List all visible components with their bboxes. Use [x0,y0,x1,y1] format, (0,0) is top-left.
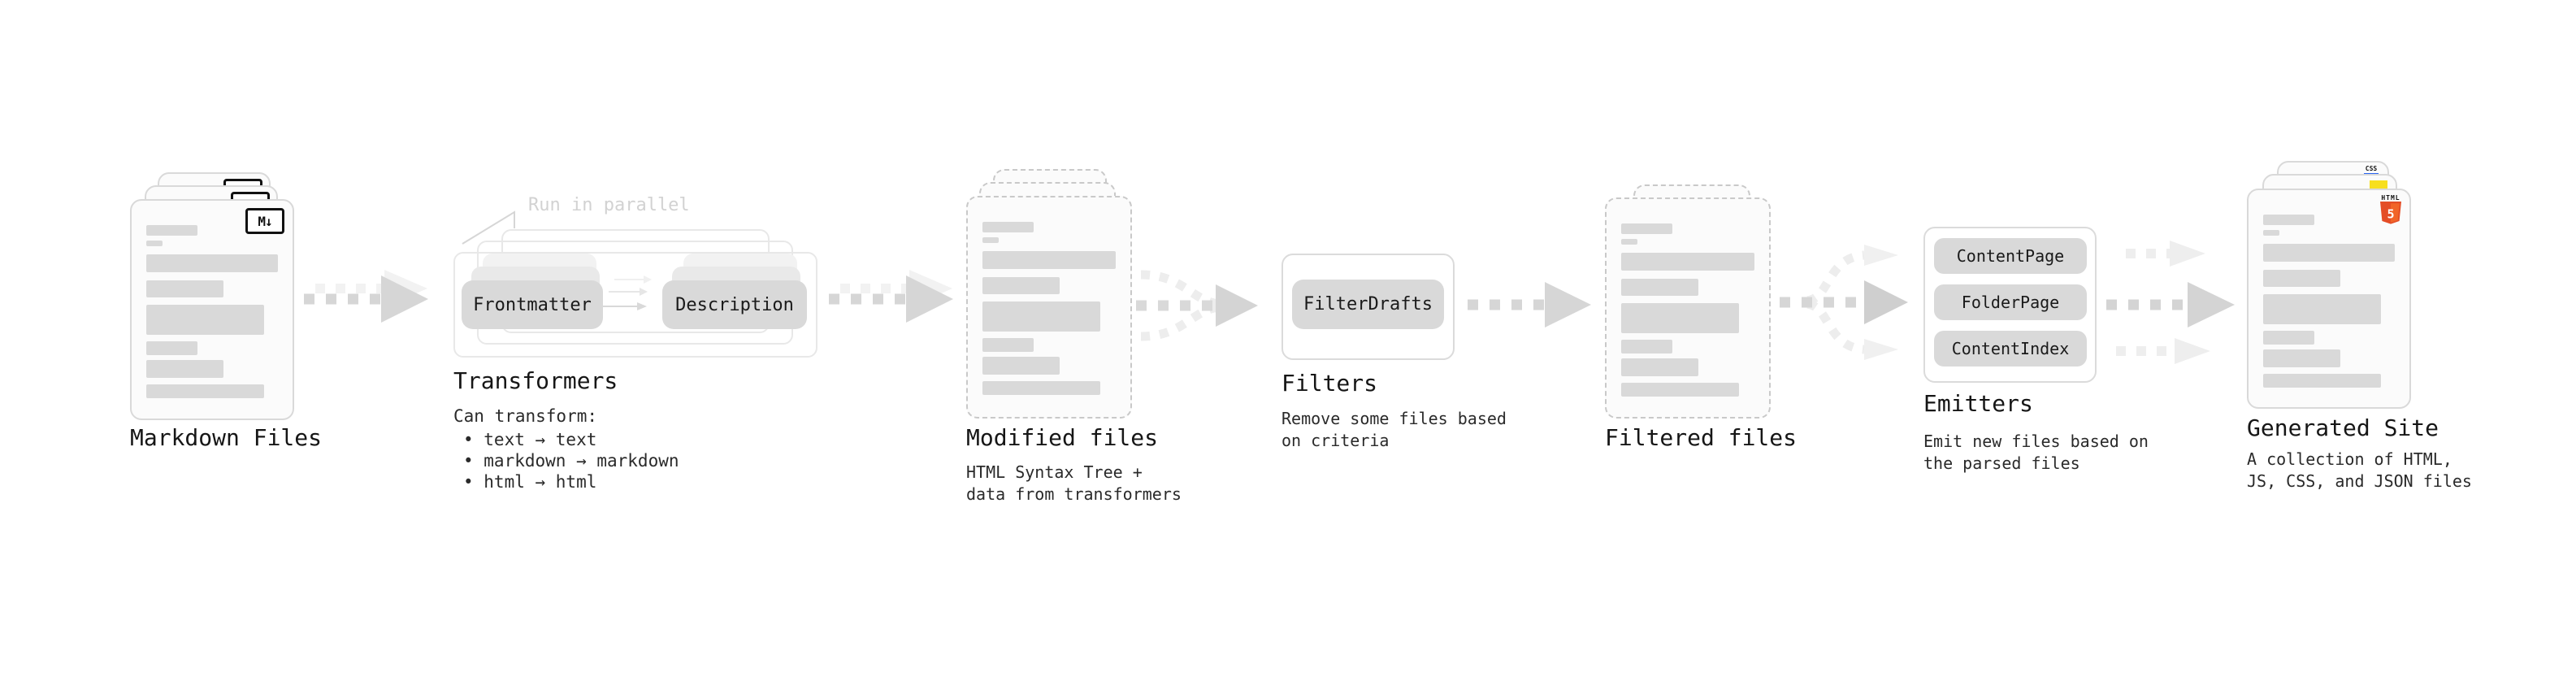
pill-filterdrafts: FilterDrafts [1292,280,1444,329]
run-in-parallel-annotation: Run in parallel [528,195,690,215]
html5-icon: HTML 5 [2379,194,2403,226]
skeleton-text [982,222,1116,395]
pill-frontmatter: Frontmatter [462,280,603,329]
stage-label-emitters: Emitters [1923,390,2033,417]
pill-contentpage: ContentPage [1934,238,2087,274]
stage-sub-generated: A collection of HTML, JS, CSS, and JSON … [2247,449,2472,491]
markdown-icon: M↓ [245,208,284,234]
pill-folderpage: FolderPage [1934,284,2087,320]
file-card-front [966,196,1132,419]
transformers-bullets: • text → text • markdown → markdown • ht… [463,429,679,492]
transformers-note-title: Can transform: [453,406,598,426]
bullet-item: • text → text [463,430,597,449]
skeleton-text [1621,223,1754,397]
diverge-arrow-icon [1780,245,1908,360]
stage-label-filtered: Filtered files [1605,424,1798,451]
skeleton-text [2263,215,2395,388]
annotation-leader-line [462,210,515,245]
file-card-front [1605,197,1771,419]
flow-arrow-icon [829,270,953,323]
stage-label-filters: Filters [1281,370,1378,397]
file-card-front: HTML 5 [2247,189,2411,409]
transformer-panel-front [453,252,817,358]
stage-sub-modified: HTML Syntax Tree + data from transformer… [966,462,1182,504]
file-card-front: M↓ [130,199,294,420]
stage-label-generated: Generated Site [2247,414,2439,441]
stage-label-transformers: Transformers [453,367,618,394]
pill-description: Description [662,280,807,329]
javascript-icon [2370,180,2387,189]
converge-arrow-icon [1136,270,1258,341]
skeleton-text [146,225,278,398]
stage-sub-emitters: Emit new files based on the parsed files [1923,432,2149,473]
svg-text:5: 5 [2387,207,2394,222]
pill-arrows-icon [603,275,652,310]
stage-sub-filters: Remove some files based on criteria [1281,409,1507,450]
stage-label-modified: Modified files [966,424,1159,451]
flow-arrow-icon [1468,282,1591,327]
flow-arrow-icon [304,270,428,323]
bullet-item: • markdown → markdown [463,451,679,471]
bullet-item: • html → html [463,472,597,492]
stage-label-markdown: Markdown Files [130,424,323,451]
pill-contentindex: ContentIndex [1934,331,2087,367]
parallel-arrows-icon [2106,241,2235,364]
